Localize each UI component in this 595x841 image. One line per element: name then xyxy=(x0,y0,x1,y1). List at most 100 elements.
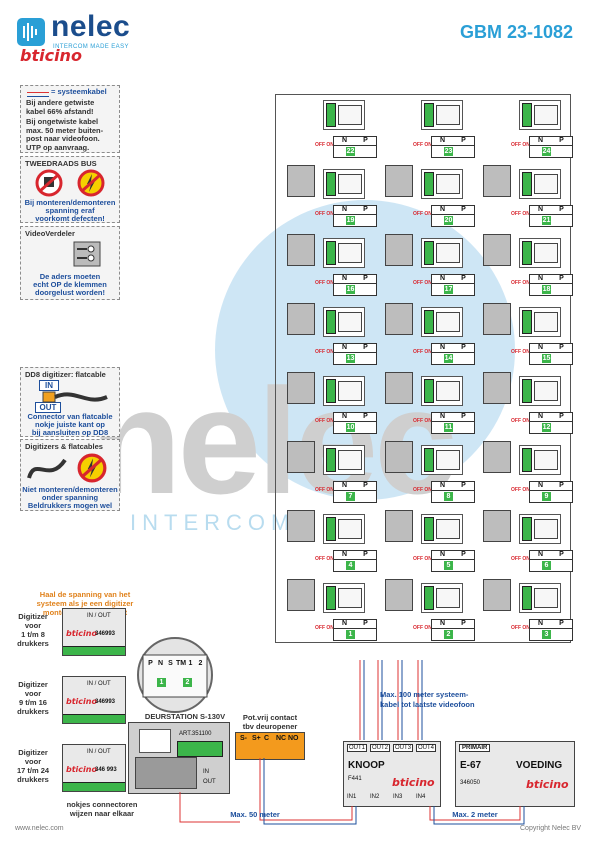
legend-splitter-panel: VideoVerdeler De aders moeten echt OP de… xyxy=(20,226,120,300)
videophone-terminal xyxy=(424,103,434,127)
videophone-terminal xyxy=(424,586,434,610)
np-header-cell: N xyxy=(341,275,348,282)
knoop-title: KNOOP xyxy=(348,760,385,771)
off-on-switch: OFF ON xyxy=(315,556,334,562)
digitizer-in-out: IN / OUT xyxy=(87,681,111,687)
apartment-number: 18 xyxy=(542,285,551,294)
off-on-switch: OFF ON xyxy=(511,418,530,424)
apartment-number: 8 xyxy=(444,492,453,501)
videophone-module xyxy=(421,514,463,544)
np-header-cell: P xyxy=(559,620,564,627)
apartment-number: 17 xyxy=(444,285,453,294)
np-header-cell: P xyxy=(461,551,466,558)
splitter-module xyxy=(483,372,511,404)
np-header-cell: P xyxy=(559,551,564,558)
station-code: ART.351100 xyxy=(179,731,212,737)
np-header-cell: P xyxy=(461,344,466,351)
videophone-screen xyxy=(534,105,558,125)
apartment-number: 20 xyxy=(444,216,453,225)
station-out: OUT xyxy=(203,779,216,785)
pot-contact-label-2: tbv deuropener xyxy=(242,722,298,731)
videophone-screen xyxy=(534,381,558,401)
np-header-cell: N xyxy=(439,482,446,489)
np-header-cell: P xyxy=(363,551,368,558)
videophone-module xyxy=(323,307,365,337)
np-header-cell: N xyxy=(341,413,348,420)
videophone-module xyxy=(421,100,463,130)
digitizer-label: Digitizer xyxy=(18,680,48,689)
pot-terminal-label: C xyxy=(264,735,270,742)
videophone-screen xyxy=(338,381,362,401)
np-header-cell: P xyxy=(363,482,368,489)
no-plug-icon xyxy=(35,169,63,197)
splitter-module xyxy=(483,441,511,473)
videophone-screen xyxy=(534,174,558,194)
off-on-switch: OFF ON xyxy=(511,625,530,631)
max-50-label: Max. 50 meter xyxy=(230,810,280,819)
np-header-cell: N xyxy=(341,551,348,558)
systemcable-note-3: Bij ongetwiste kabel xyxy=(26,117,99,126)
digitizer-terminal-strip xyxy=(63,714,125,723)
terminal-zoom-circle xyxy=(137,637,213,713)
videophone-module xyxy=(421,583,463,613)
footer-copyright: Copyright Nelec BV xyxy=(520,825,582,832)
videophone-terminal xyxy=(326,103,336,127)
connector-note-2: wijzen naar elkaar xyxy=(69,809,135,818)
splitter-icon xyxy=(73,241,101,267)
apartment-number: 14 xyxy=(444,354,453,363)
videophone-screen xyxy=(534,243,558,263)
off-on-switch: OFF ON xyxy=(315,418,334,424)
videophone-terminal xyxy=(326,517,336,541)
digitizer-label: Digitizer xyxy=(18,612,48,621)
videophone-screen xyxy=(534,519,558,539)
off-on-switch: OFF ON xyxy=(413,349,432,355)
apartment-number: 3 xyxy=(542,630,551,639)
voeding-primair: PRIMAIR xyxy=(459,744,491,752)
zoom-terminal-badge: 1 xyxy=(157,678,166,687)
splitter-module xyxy=(385,234,413,266)
np-header-cell: P xyxy=(363,413,368,420)
np-header-cell: P xyxy=(559,413,564,420)
apartment-number: 22 xyxy=(346,147,355,156)
np-header-cell: N xyxy=(341,620,348,627)
apartment-number: 11 xyxy=(444,423,453,432)
station-title: DEURSTATION S-130V xyxy=(144,712,226,721)
splitter-module xyxy=(287,234,315,266)
station-screen xyxy=(139,729,171,753)
no-voltage-icon-2 xyxy=(77,453,107,483)
np-header-cell: N xyxy=(439,206,446,213)
pot-terminal-label: NC xyxy=(276,735,287,742)
warning-line-2: systeem als je een digitizer xyxy=(36,599,134,608)
digitizer-label: voor xyxy=(24,757,42,766)
videophone-screen xyxy=(534,450,558,470)
np-header-cell: P xyxy=(461,413,466,420)
videophone-terminal xyxy=(522,586,532,610)
zoom-terminal-label: 1 xyxy=(188,660,193,667)
splitter-module xyxy=(483,579,511,611)
np-header-cell: P xyxy=(559,275,564,282)
brand-name: nelec xyxy=(51,10,131,43)
np-header-cell: N xyxy=(341,137,348,144)
np-header-cell: N xyxy=(439,551,446,558)
station-terminal-block xyxy=(177,741,223,757)
digitizer-code: 346993 xyxy=(95,631,116,637)
brand-tagline: INTERCOM MADE EASY xyxy=(53,44,129,50)
knoop-output-label: OUT1 xyxy=(347,744,368,752)
np-header-cell: P xyxy=(461,137,466,144)
apartment-number: 21 xyxy=(542,216,551,225)
videophone-screen xyxy=(436,105,460,125)
videophone-module xyxy=(323,445,365,475)
videophone-terminal xyxy=(522,172,532,196)
